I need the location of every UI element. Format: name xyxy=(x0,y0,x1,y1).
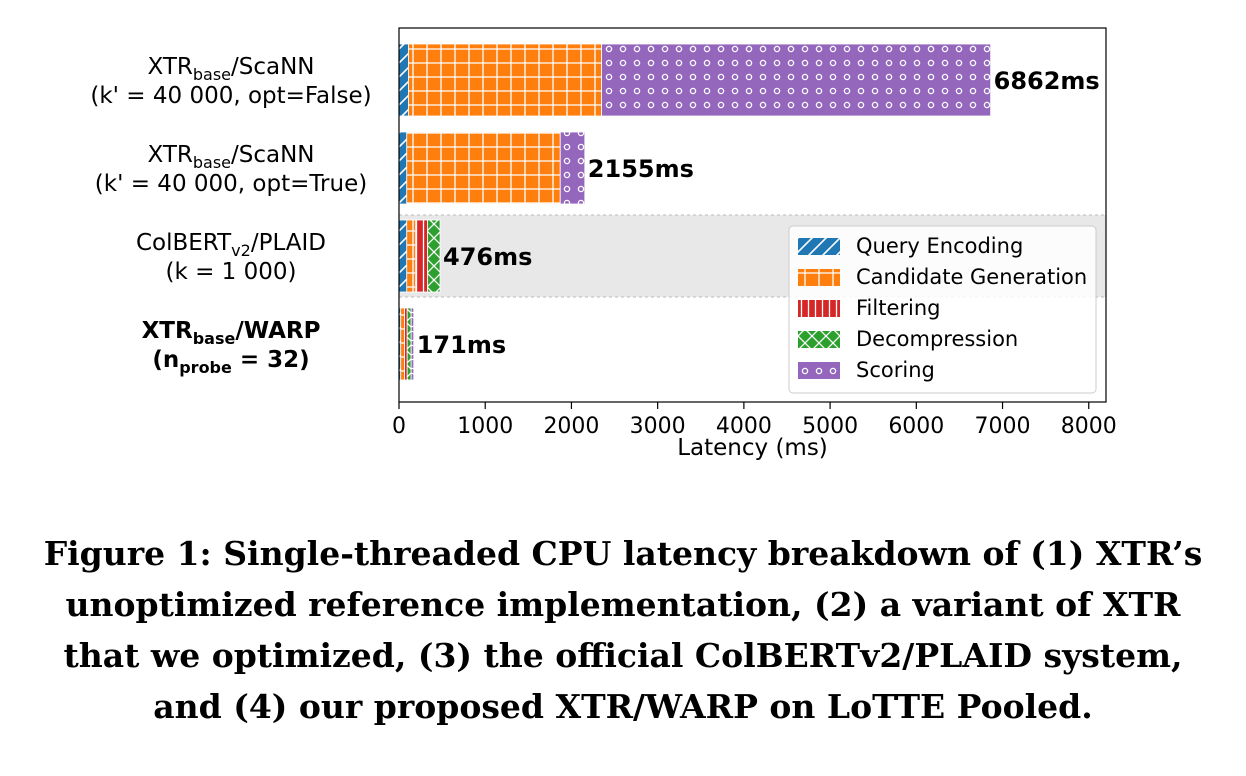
latency-chart: 6862ms 2155ms 476ms 171ms 0 1000 2000 3000 4000 5… xyxy=(90,27,1117,461)
category-label-4: XTRbase/WARP xyxy=(142,318,321,348)
legend-label-candidate-generation: Candidate Generation xyxy=(856,265,1087,289)
legend-swatch-scoring xyxy=(798,362,840,379)
bar-segment-scoring-2 xyxy=(559,131,586,205)
category-sublabel-1: (k' = 40 000, opt=False) xyxy=(90,83,371,109)
total-label-4: 171ms xyxy=(417,331,506,359)
x-tick-label-7000: 7000 xyxy=(975,414,1031,439)
figure-caption: Figure 1: Single-threaded CPU latency br… xyxy=(43,534,1203,726)
legend-swatch-candidate-generation xyxy=(798,269,840,286)
legend-swatch-query-encoding xyxy=(798,238,840,255)
x-tick-label-4000: 4000 xyxy=(716,414,772,439)
legend-label-decompression: Decompression xyxy=(856,327,1018,351)
bar-segment-decompression-4 xyxy=(406,307,412,381)
bar-segment-candidate-generation-1 xyxy=(408,43,603,117)
category-label-2: XTRbase/ScaNN xyxy=(147,142,314,172)
bar-segment-filtering-3 xyxy=(414,219,428,293)
x-tick-label-3000: 3000 xyxy=(630,414,686,439)
total-label-3: 476ms xyxy=(443,243,532,271)
bar-segment-decompression-3 xyxy=(427,219,441,293)
x-tick-label-8000: 8000 xyxy=(1061,414,1117,439)
x-tick-label-0: 0 xyxy=(392,414,406,439)
category-sublabel-3: (k = 1 000) xyxy=(165,259,296,285)
total-label-2: 2155ms xyxy=(588,155,694,183)
x-tick-label-5000: 5000 xyxy=(802,414,858,439)
legend-swatch-decompression xyxy=(798,331,840,348)
legend-label-filtering: Filtering xyxy=(856,296,940,320)
legend-label-query-encoding: Query Encoding xyxy=(856,234,1023,258)
x-tick-label-1000: 1000 xyxy=(457,414,513,439)
bar-segment-query-encoding-3 xyxy=(398,219,408,293)
category-label-1: XTRbase/ScaNN xyxy=(147,54,314,84)
plot-frame xyxy=(398,27,1107,403)
x-axis-title: Latency (ms) xyxy=(677,435,828,461)
bar-segment-query-encoding-1 xyxy=(398,43,409,117)
legend-box xyxy=(788,225,1097,394)
category-sublabel-2: (k' = 40 000, opt=True) xyxy=(95,171,367,197)
category-label-3: ColBERTv2/PLAID xyxy=(136,230,326,260)
bar-segment-candidate-generation-4 xyxy=(400,307,406,381)
legend-swatch-filtering xyxy=(798,300,840,317)
bar-segment-scoring-4 xyxy=(410,307,415,381)
bar-segment-query-encoding-2 xyxy=(398,131,408,205)
bar-segment-candidate-generation-2 xyxy=(406,131,561,205)
x-tick-label-6000: 6000 xyxy=(888,414,944,439)
category-sublabel-4: (nprobe = 32) xyxy=(152,347,309,377)
bar-segment-candidate-generation-3 xyxy=(406,219,416,293)
total-label-1: 6862ms xyxy=(994,67,1100,95)
bar-segment-scoring-1 xyxy=(601,43,992,117)
x-tick-label-2000: 2000 xyxy=(543,414,599,439)
legend-label-scoring: Scoring xyxy=(856,358,935,382)
